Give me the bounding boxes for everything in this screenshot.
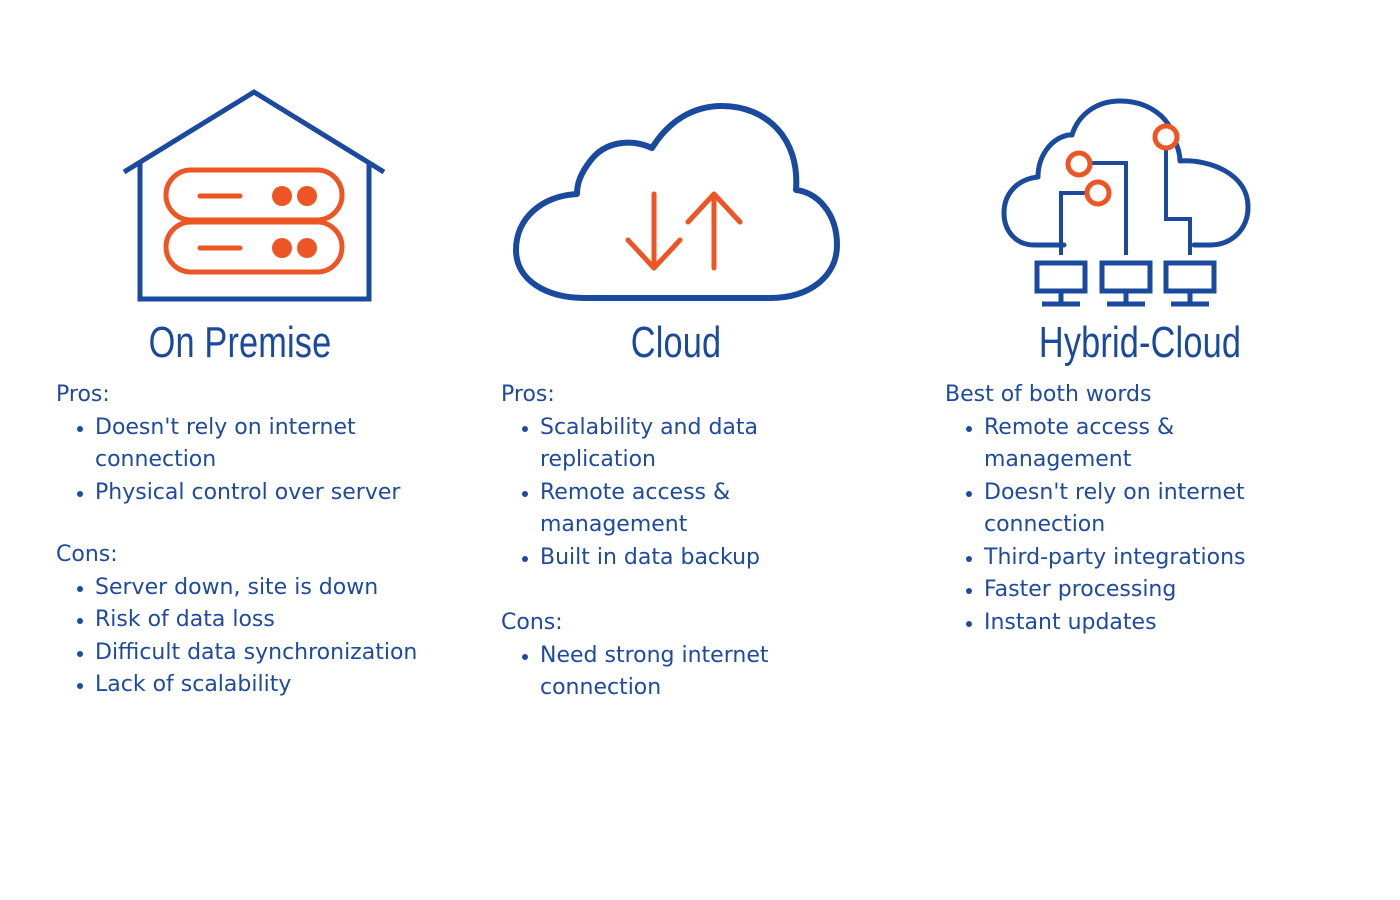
benefits-heading: Best of both words <box>945 382 1152 407</box>
list-item: Need strong internet connection <box>522 640 800 705</box>
list-item: Remote access & management <box>966 412 1204 477</box>
cons-list: Server down, site is down Risk of data l… <box>56 572 476 702</box>
cons-heading: Cons: <box>56 542 118 567</box>
on-premise-details: Pros: Doesn't rely on internet connectio… <box>56 379 476 702</box>
list-item: Faster processing <box>966 574 1365 607</box>
pros-heading: Pros: <box>56 382 110 407</box>
cloud-details: Pros: Scalability and data replication R… <box>501 379 921 705</box>
pros-list: Doesn't rely on internet connection Phys… <box>56 412 476 510</box>
list-item: Scalability and data replication <box>522 412 790 477</box>
hybrid-cloud-details: Best of both words Remote access & manag… <box>945 379 1365 639</box>
list-item: Physical control over server <box>77 477 476 510</box>
cons-heading: Cons: <box>501 610 563 635</box>
list-item: Remote access & management <box>522 477 760 542</box>
list-item: Doesn't rely on internet connection <box>966 477 1274 542</box>
hybrid-cloud-title: Hybrid-Cloud <box>1038 318 1242 367</box>
list-item: Risk of data loss <box>77 604 476 637</box>
list-item: Built in data backup <box>522 542 921 575</box>
hybrid-cloud-network-icon <box>1001 98 1251 307</box>
cons-list: Need strong internet connection <box>501 640 921 705</box>
on-premise-title: On Premise <box>148 318 332 367</box>
list-item: Doesn't rely on internet connection <box>77 412 395 477</box>
house-server-icon <box>122 89 386 302</box>
pros-heading: Pros: <box>501 382 555 407</box>
pros-list: Scalability and data replication Remote … <box>501 412 921 575</box>
list-item: Lack of scalability <box>77 669 476 702</box>
list-item: Third-party integrations <box>966 542 1365 575</box>
list-item: Instant updates <box>966 607 1365 640</box>
cloud-title: Cloud <box>630 318 722 367</box>
cloud-transfer-icon <box>513 103 840 301</box>
list-item: Difficult data synchronization <box>77 637 476 670</box>
list-item: Server down, site is down <box>77 572 476 605</box>
benefits-list: Remote access & management Doesn't rely … <box>945 412 1365 640</box>
